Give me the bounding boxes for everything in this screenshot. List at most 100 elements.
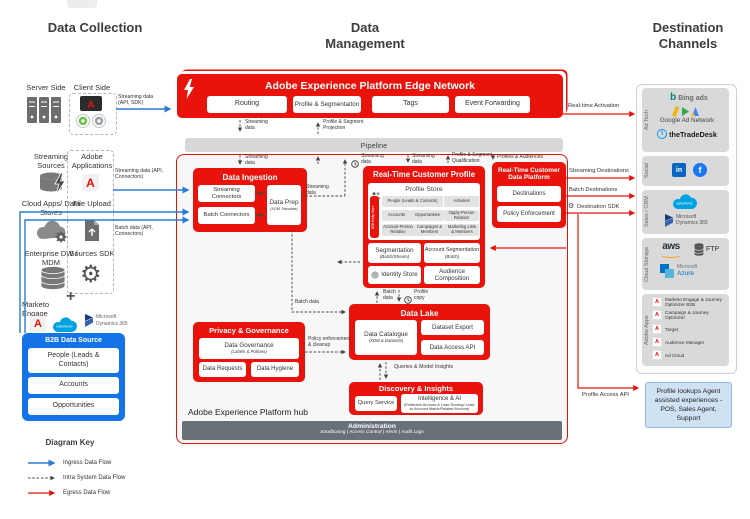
query-service-label: Query Service	[357, 400, 395, 407]
b2b-people-label: People (Leads & Contacts)	[47, 352, 100, 368]
cloud-apps-icon	[35, 220, 71, 249]
data-governance-label: Data Governance	[224, 342, 274, 350]
b2b-opportunities-label: Opportunities	[52, 402, 95, 410]
adobe-a-glyph: A	[86, 175, 95, 190]
header-data-management: Data Management	[325, 20, 405, 52]
dynamics-dest-brand: Microsoft	[676, 214, 697, 220]
identity-store-label: Identity Store	[381, 271, 418, 279]
bing-row: b Bing ads	[654, 92, 724, 103]
adobe-applications-label: Adobe Applications	[71, 152, 113, 170]
dynamics-name-label: Dynamics 365	[96, 321, 128, 327]
profile-lookups-label: Profile lookups Agent assisted experienc…	[654, 387, 723, 423]
svg-text:salesforce: salesforce	[676, 202, 692, 206]
b2b-accounts-label: Accounts	[59, 381, 88, 389]
client-device-icon: A	[72, 96, 112, 135]
chip-activities-label: Activities	[453, 198, 470, 204]
svg-text:A: A	[87, 100, 94, 111]
ad-tech-box	[642, 88, 729, 152]
routing-label: Routing	[234, 100, 260, 108]
streaming-sources-label: Streaming Sources	[33, 152, 69, 170]
salesforce-dest-icon: salesforce	[670, 193, 700, 216]
chip-account-person-label: Account-Person Relation	[383, 224, 413, 234]
diagram-key-title: Diagram Key	[45, 438, 95, 447]
edge-tags-box: Tags	[372, 96, 449, 113]
account-segmentation-sub: (Batch)	[444, 253, 460, 259]
data-prep-label: Data Prep	[269, 199, 299, 207]
dynamics-brand-label: Microsoft	[96, 314, 117, 320]
aws-icon: aws	[658, 242, 684, 258]
flow-batch-mid: Batch data	[383, 289, 396, 301]
flow-streaming-dataprep: Streaming data	[306, 184, 329, 196]
azure-brand-label: Microsoft	[677, 263, 698, 270]
policy-enforcement-box: Policy Enforcement	[497, 206, 561, 222]
server-side-label: Server Side	[26, 83, 66, 92]
aws-smile	[661, 252, 681, 258]
tradedesk-label: theTradeDesk	[669, 129, 717, 139]
data-access-api-box: Data Access API	[421, 340, 484, 355]
data-catalogue-box: Data Catalogue (XDM & Datasets)	[355, 320, 417, 355]
chip-account-person: Account-Person Relation	[382, 224, 414, 236]
flow-profile-access: Profile Access API	[582, 392, 630, 398]
adobe-app-row-4: A Audience Manager	[652, 337, 726, 347]
pipeline-label: Pipeline	[360, 140, 388, 150]
adobe-app-4-label: Audience Manager	[665, 339, 705, 345]
rtcdp-title: Real-Time Customer Data Platform	[497, 167, 561, 182]
edge-network-title: Adobe Experience Platform Edge Network	[264, 80, 476, 92]
chip-oppty-person-label: Oppty-Person Relation	[448, 209, 475, 220]
tradedesk-row: t theTradeDesk	[648, 129, 726, 139]
adobe-app-2-label: Campaign & Journey Optimizer	[665, 310, 709, 321]
administration-bar: Administration Sandboxing | Access Contr…	[182, 421, 562, 440]
plus-icon: +	[66, 288, 76, 305]
rt-customer-profile-title: Real-Time Customer Profile	[372, 170, 476, 179]
flow-policy-cleanup: Policy enforcement & cleanup	[308, 336, 351, 348]
google-ad-network-label: Google Ad Network	[659, 117, 715, 124]
dataset-export-box: Dataset Export	[421, 320, 484, 335]
privacy-governance-title: Privacy & Governance	[209, 326, 289, 335]
profile-seg-label: Profile & Segmentaiton	[294, 100, 360, 108]
clock-icon-2	[404, 291, 412, 309]
header-data-collection: Data Collection	[47, 20, 143, 35]
client-side-label: Client Side	[73, 83, 111, 92]
azure-icon	[660, 264, 674, 278]
data-hygiene-box: Data Hygiene	[251, 362, 299, 377]
flow-streaming-hub3: Streaming data	[412, 153, 435, 165]
data-hygiene-label: Data Hygiene	[256, 366, 294, 373]
chip-oppty-person: Oppty-Person Relation	[444, 210, 479, 221]
administration-sub: Sandboxing | Access Control | Alerts | A…	[320, 430, 424, 435]
b2b-people-box: People (Leads & Contacts)	[28, 348, 119, 373]
flow-dest-sdk: Destination SDK	[577, 204, 620, 210]
adobe-app-3-label: Target	[665, 326, 679, 332]
account-segmentation-box: Account Segmentation (Batch)	[424, 243, 480, 263]
flow-batch-api-conn: Batch data (API, Connectors)	[115, 225, 153, 237]
destinations-box: Destinations	[497, 186, 561, 202]
key-ingress-label: Ingress Data Flow	[63, 460, 112, 466]
destinations-label: Destinations	[512, 190, 546, 197]
facebook-glyph: f	[698, 165, 702, 175]
chip-accounts: Accounts	[382, 210, 411, 221]
dynamics-dest-icon	[664, 214, 674, 232]
batch-connectors-box: Batch Connectors	[198, 207, 255, 224]
query-service-box: Query Service	[355, 396, 397, 411]
b2b-entity-store-label: B2B Entity Store	[371, 205, 375, 229]
linkedin-icon: in	[672, 163, 686, 177]
segmentation-box: Segmentation (Batch/Stream)	[368, 243, 421, 263]
profile-lookups-box: Profile lookups Agent assisted experienc…	[645, 382, 732, 428]
identity-store-box: Identity Store	[368, 266, 421, 284]
chip-activities: Activities	[444, 196, 479, 207]
data-access-api-label: Data Access API	[429, 343, 476, 351]
chip-people-label: People (Leads & Contacts)	[387, 198, 438, 204]
fingerprint-icon	[371, 271, 379, 279]
data-requests-box: Data Requests	[199, 362, 246, 377]
adobe-app-row-5: A Ad Cloud	[652, 350, 726, 360]
b2b-opportunities-box: Opportunities	[28, 398, 119, 415]
data-ingestion-title: Data Ingestion	[222, 173, 278, 182]
flow-batch-dataprep: Batch data	[295, 299, 319, 305]
ftp-row: FTP	[694, 243, 719, 256]
adobe-app-row-3: A Target	[652, 324, 726, 334]
flow-profile-qualification: Profile & Segment Qualification	[452, 152, 493, 164]
tradedesk-icon: t	[657, 129, 668, 139]
streaming-sources-icon	[38, 172, 68, 201]
adobe-app-1-label: Marketo Engage & Journey Optimizer B2B	[665, 297, 722, 308]
clock-icon	[351, 155, 359, 173]
